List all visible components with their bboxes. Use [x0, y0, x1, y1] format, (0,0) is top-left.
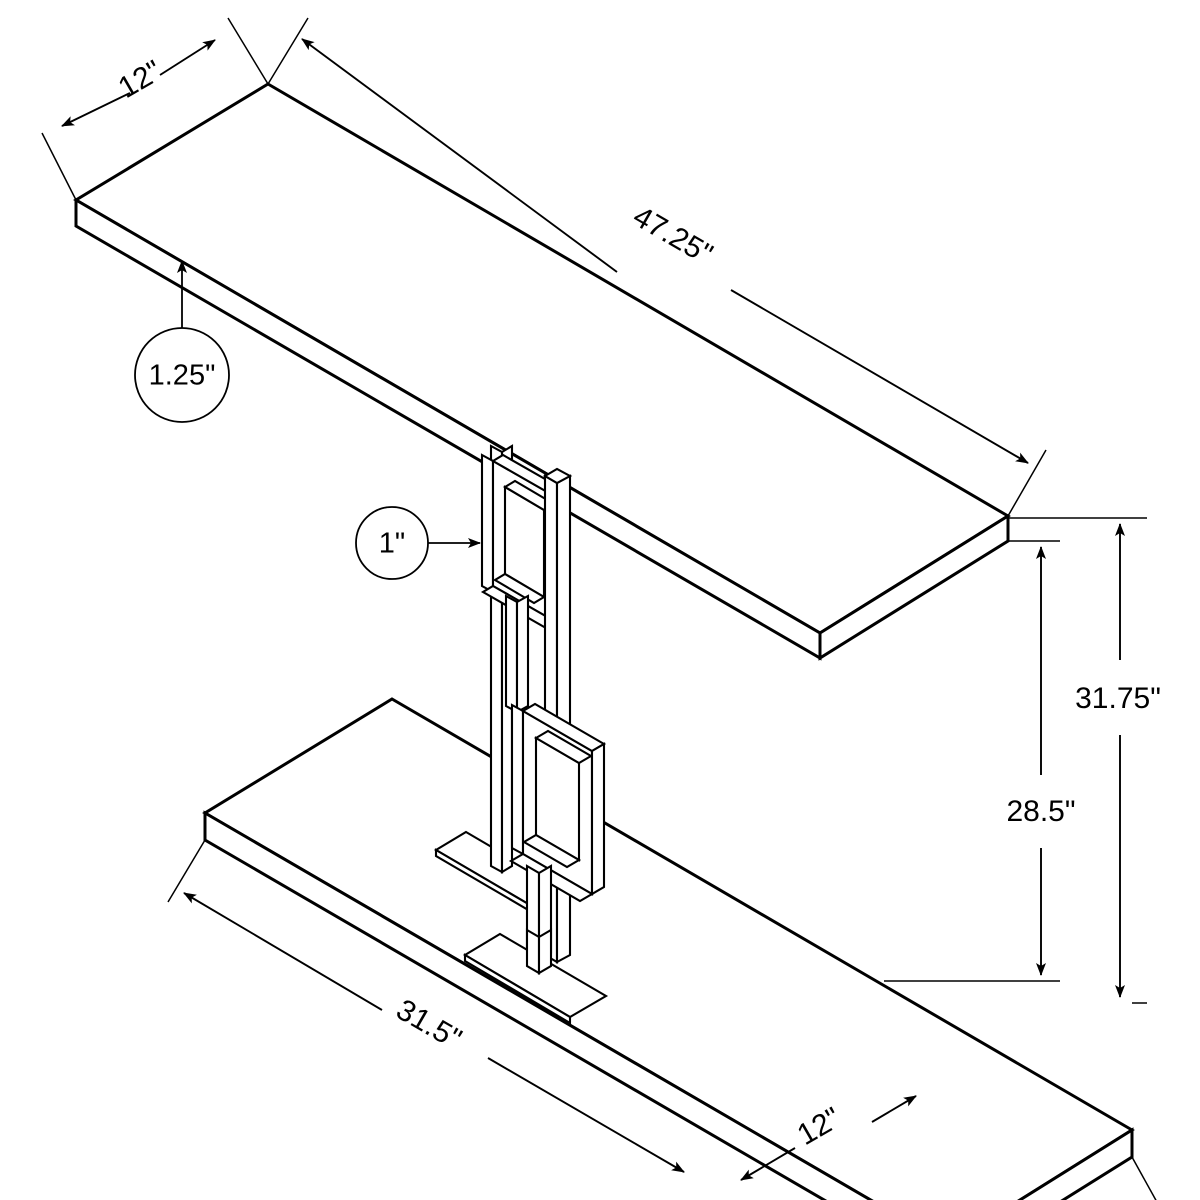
top-length-ext-b	[1007, 449, 1047, 517]
top-length-label: 47.25"	[627, 200, 718, 271]
lower-frame-loop	[508, 702, 607, 903]
overall-height-label: 31.75"	[1075, 682, 1161, 715]
lower-loop-right-stile	[590, 742, 606, 896]
top-length-dim-line-right	[730, 289, 1029, 464]
upper-loop-left-stile	[480, 453, 495, 594]
callout-top-thickness: 1.25"	[134, 260, 230, 423]
foot-right-face	[537, 928, 553, 975]
base-plate-front-edge	[463, 953, 572, 1025]
dimension-overall-height: 31.75"	[1008, 517, 1161, 1004]
top-depth-dim-line-left	[61, 92, 131, 127]
callout-frame-width: 1"	[355, 506, 481, 580]
bottom-shelf-top-face	[202, 697, 1135, 1200]
shelf-length-ext-a	[167, 839, 206, 903]
bottom-shelf	[202, 697, 1135, 1200]
top-depth-ext-a	[227, 17, 269, 85]
lower-loop-inner-top-bevel	[533, 729, 594, 765]
pedestal-foot	[525, 928, 553, 975]
foot-left-face	[525, 928, 541, 975]
shelf-length-label: 31.5"	[391, 993, 467, 1056]
lower-loop-left-stile	[510, 703, 525, 856]
pedestal-frame	[433, 444, 609, 1025]
shelf-length-dim-right	[487, 1057, 685, 1173]
shelf-height-label: 28.5"	[1006, 795, 1075, 828]
dimension-shelf-height: 28.5"	[884, 540, 1076, 982]
top-depth-dim-line-right	[159, 39, 216, 76]
top-thickness-bubble	[134, 327, 230, 423]
shelf-length-dim-left	[183, 892, 383, 1011]
top-thickness-label: 1.25"	[149, 360, 216, 392]
mid-connector-left-face	[504, 594, 519, 714]
shelf-depth-ext-b	[1131, 1156, 1157, 1200]
lower-loop-inner-bottom-bevel	[521, 833, 582, 869]
top-length-ext-a	[267, 17, 309, 85]
shelf-depth-dim-left	[740, 1147, 796, 1181]
front-upright-top-bevel	[542, 467, 573, 485]
frame-width-label: 1"	[379, 528, 405, 560]
frame-width-bubble	[355, 506, 429, 580]
base-plate-front	[462, 932, 609, 1025]
top-length-dim-line-left	[301, 38, 618, 273]
upper-loop-bottom-inner-bevel	[492, 572, 547, 605]
top-depth-ext-b	[41, 132, 77, 201]
mid-connector-right-face	[515, 594, 530, 714]
shelf-depth-dim-right	[871, 1095, 917, 1123]
top-slab	[73, 82, 1011, 661]
pedestal-mid-connector	[504, 594, 530, 714]
